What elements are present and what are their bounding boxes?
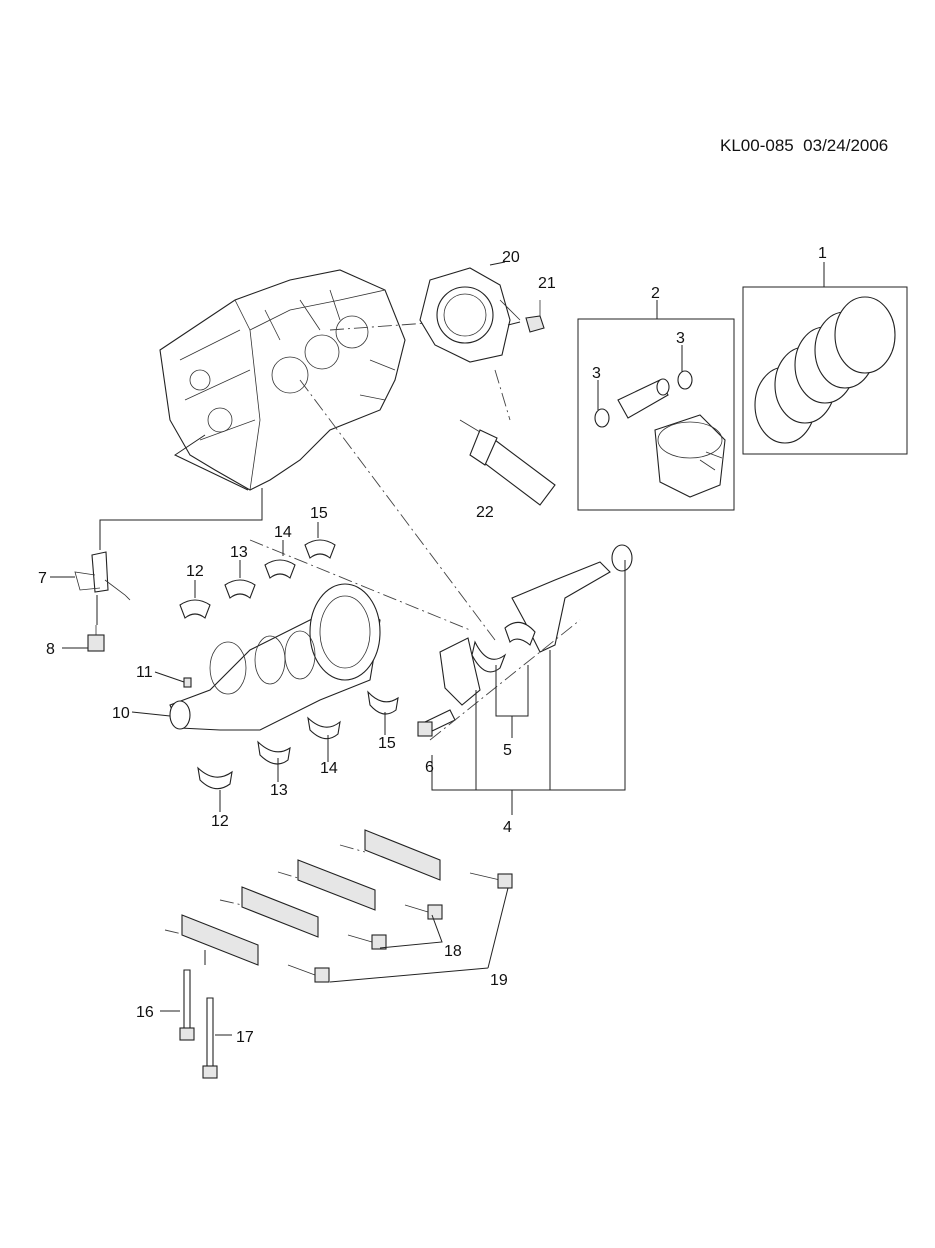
piston-assembly-box (577, 318, 735, 511)
callout-17: 17 (236, 1029, 254, 1046)
bearing-cap-bolt-18-lower (347, 934, 387, 950)
main-bearing-12-upper (179, 599, 211, 619)
callout-15b: 15 (378, 735, 396, 752)
callout-3a: 3 (592, 365, 601, 382)
connecting-rod-bearing-upper (504, 621, 536, 646)
callout-21: 21 (538, 275, 556, 292)
callout-8: 8 (46, 641, 55, 658)
seal-housing-bolt (525, 300, 545, 333)
callout-15a: 15 (310, 505, 328, 522)
callout-2: 2 (651, 285, 660, 302)
bearing-cap-bolt-16 (179, 969, 195, 1041)
rear-main-seal-housing (419, 267, 521, 363)
engine-block (159, 269, 406, 491)
callout-16: 16 (136, 1004, 154, 1021)
main-bearing-13-lower (257, 740, 291, 765)
callout-5: 5 (503, 742, 512, 759)
callout-11: 11 (136, 664, 153, 681)
callout-14a: 14 (274, 524, 292, 541)
main-bearing-12-lower (197, 766, 233, 790)
callout-6: 6 (425, 759, 434, 776)
piston (654, 414, 726, 498)
piston-pin (617, 378, 670, 419)
callout-22: 22 (476, 504, 494, 521)
connecting-rod-bearing-lower (471, 640, 507, 673)
bearing-cap-bolt-19-upper (469, 872, 513, 889)
bearing-cap-bolt-18-upper (404, 904, 443, 920)
diagram-reference-code: KL00-085 03/24/2006 (720, 136, 889, 155)
piston-pin-retainer-left (594, 408, 610, 428)
sealant-tube (459, 419, 556, 506)
main-bearing-13-upper (224, 579, 256, 599)
bearing-cap-bolt-19-lower (287, 964, 330, 983)
bearing-cap-3 (241, 886, 319, 938)
main-bearing-14-lower (307, 716, 341, 740)
callout-19: 19 (490, 972, 508, 989)
piston-pin-retainer-right (677, 370, 693, 390)
callout-1: 1 (818, 245, 827, 262)
callout-18: 18 (444, 943, 462, 960)
oil-jet-bolt (87, 625, 105, 652)
callout-3b: 3 (676, 330, 685, 347)
bearing-cap-1 (364, 829, 441, 881)
callout-12b: 12 (211, 813, 229, 830)
main-bearing-14-upper (264, 559, 296, 579)
piston-ring-box (742, 286, 908, 455)
callout-20: 20 (502, 249, 520, 266)
main-bearing-15-lower (367, 690, 399, 715)
callout-10: 10 (112, 705, 130, 722)
bearing-cap-4 (181, 914, 259, 966)
callout-12a: 12 (186, 563, 204, 580)
callout-14b: 14 (320, 760, 338, 777)
connecting-rod-bolt (417, 709, 456, 737)
main-bearing-15-upper (304, 539, 336, 559)
piston-ring-set (754, 296, 896, 444)
bearing-cap-2 (297, 859, 376, 911)
crankshaft-key (183, 677, 192, 688)
connecting-rod-cap (439, 637, 481, 706)
oil-jet (74, 551, 131, 601)
callout-13b: 13 (270, 782, 288, 799)
callout-7: 7 (38, 570, 47, 587)
crankshaft (169, 583, 381, 731)
callout-4: 4 (503, 819, 512, 836)
callout-13a: 13 (230, 544, 248, 561)
connecting-rod (511, 544, 633, 653)
bearing-cap-bolt-17 (202, 997, 218, 1079)
